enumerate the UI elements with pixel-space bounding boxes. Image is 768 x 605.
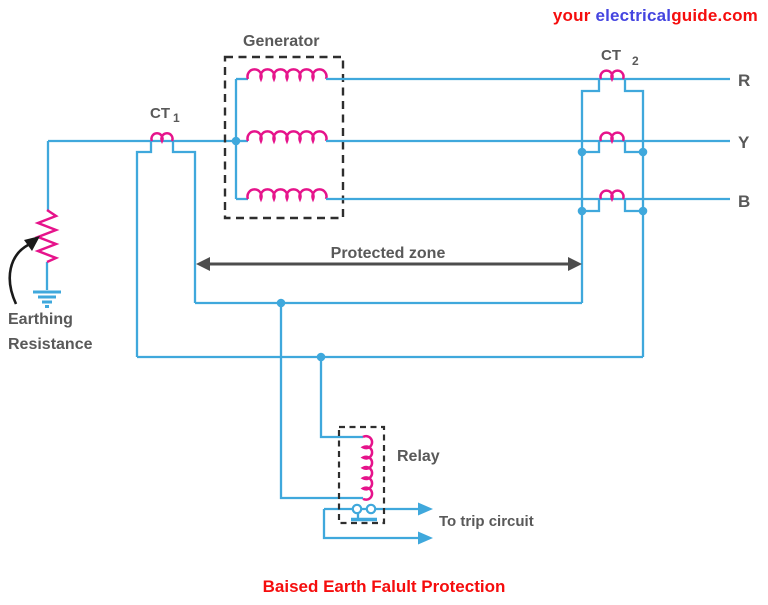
ct1-symbol xyxy=(135,131,197,357)
phase-y-label: Y xyxy=(738,133,750,152)
diagram-title: Baised Earth Falult Protection xyxy=(262,577,506,596)
relay-label: Relay xyxy=(397,448,440,465)
phase-r-label: R xyxy=(738,71,750,90)
site-header: your electricalguide.com xyxy=(553,6,758,26)
relay-contacts xyxy=(322,503,419,540)
trip-circuit-label: To trip circuit xyxy=(439,513,534,530)
site-header-part3: guide.com xyxy=(671,6,758,25)
generator-label: Generator xyxy=(243,33,319,50)
ct2-symbol-r xyxy=(580,69,645,357)
earthing-label-line2: Resistance xyxy=(8,336,93,353)
ct2-label: CT xyxy=(601,47,621,64)
earthing-label-line1: Earthing xyxy=(8,311,73,328)
phase-lines xyxy=(326,77,730,201)
ct1-label-sub: 1 xyxy=(173,111,180,125)
protected-zone-label: Protected zone xyxy=(331,245,446,262)
relay-box xyxy=(337,425,386,525)
earth-ground-icon xyxy=(33,290,61,308)
neutral-wire xyxy=(45,139,236,290)
relay-coil xyxy=(360,434,374,501)
generator-winding-r xyxy=(246,68,328,83)
ct2-symbol-y xyxy=(582,131,643,154)
ct1-label: CT xyxy=(150,105,170,122)
site-header-part1: your xyxy=(552,6,596,25)
phase-b-label: B xyxy=(738,192,750,211)
trip-arrow-bottom-icon xyxy=(418,531,433,545)
generator-box xyxy=(223,55,345,220)
junction-dots xyxy=(231,136,648,362)
pilot-wires xyxy=(137,301,643,500)
earthing-resistor-zigzag xyxy=(34,208,60,264)
ct2-symbol-b xyxy=(582,189,643,213)
generator-winding-y xyxy=(246,130,328,145)
trip-arrow-top-icon xyxy=(418,502,433,516)
ct2-label-sub: 2 xyxy=(632,54,639,68)
protected-zone-arrow-icon xyxy=(196,257,582,271)
earthing-pointer-arrow-icon xyxy=(8,236,40,305)
generator-winding-b xyxy=(246,188,328,203)
site-header-part2: electrical xyxy=(595,6,672,25)
